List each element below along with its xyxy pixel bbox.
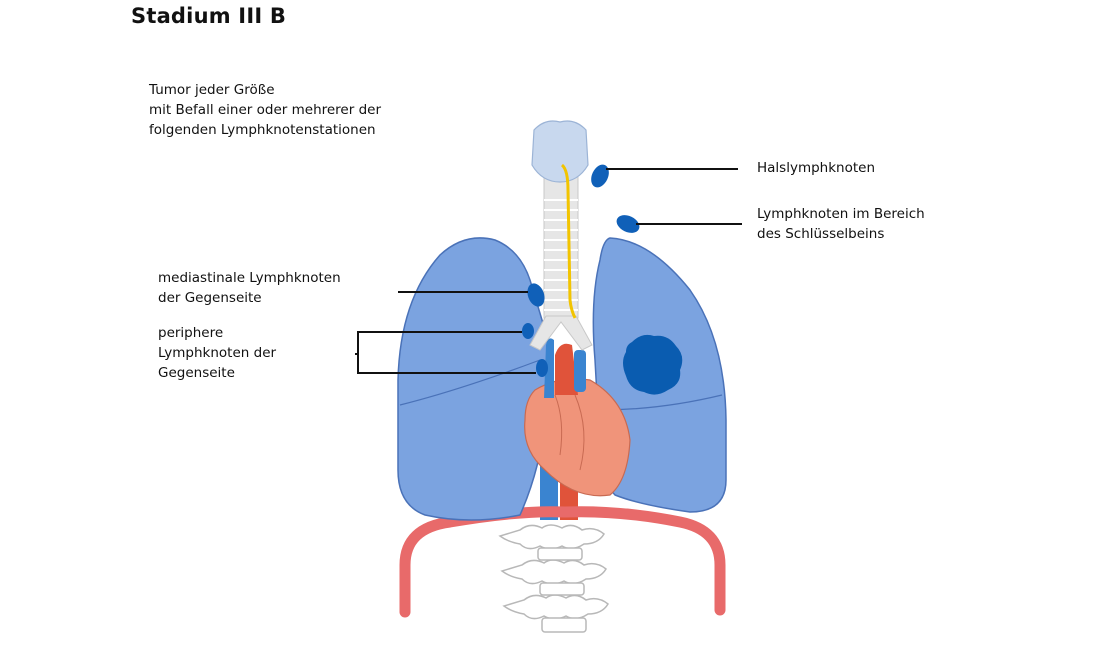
superior-vena-cava	[544, 338, 554, 398]
intro-line-2: mit Befall einer oder mehrerer der	[149, 102, 382, 118]
lymph-node-peripheral-upper	[522, 323, 534, 339]
larynx	[531, 120, 589, 183]
trachea	[529, 159, 593, 351]
label-neck-lymph-nodes: Halslymphknoten	[757, 158, 875, 178]
label-clavicle-line-1: Lymphknoten im Bereich	[757, 206, 925, 222]
intro-line-1: Tumor jeder Größe	[149, 82, 275, 98]
heart-chambers	[554, 394, 585, 471]
label-peripheral-line-3: Gegenseite	[158, 365, 235, 381]
leader-peripheral	[355, 331, 536, 374]
label-clavicle-line-2: des Schlüsselbeins	[757, 226, 885, 242]
leader-lines	[355, 168, 742, 374]
aortic-arch	[555, 343, 578, 395]
tumor	[623, 334, 683, 395]
label-mediastinal-line-1: mediastinale Lymphknoten	[158, 270, 341, 286]
page-title: Stadium III B	[131, 4, 287, 28]
diaphragm	[399, 506, 726, 618]
lymph-node-mediastinal	[527, 283, 545, 307]
spine	[498, 524, 609, 633]
left-lung-fissure	[399, 359, 541, 406]
pulmonary-vessel-right	[574, 350, 586, 392]
label-peripheral-line-2: Lymphknoten der	[158, 345, 277, 361]
label-peripheral-line-1: periphere	[158, 325, 224, 341]
intro-line-3: folgenden Lymphknotenstationen	[149, 122, 376, 138]
label-neck-text: Halslymphknoten	[757, 160, 876, 176]
label-mediastinal-lymph-nodes: mediastinale Lymphknoten der Gegenseite	[158, 268, 341, 308]
nerve	[560, 163, 577, 319]
lymph-node-neck	[591, 164, 609, 188]
label-clavicle-lymph-nodes: Lymphknoten im Bereich des Schlüsselbein…	[757, 204, 925, 244]
lymph-node-clavicle	[616, 215, 640, 233]
lymph-node-peripheral-lower	[536, 359, 548, 377]
intro-text: Tumor jeder Größe mit Befall einer oder …	[149, 80, 381, 140]
label-mediastinal-line-2: der Gegenseite	[158, 290, 262, 306]
heart	[524, 378, 631, 497]
left-lung	[397, 237, 551, 521]
label-peripheral-lymph-nodes: periphere Lymphknoten der Gegenseite	[158, 323, 276, 383]
